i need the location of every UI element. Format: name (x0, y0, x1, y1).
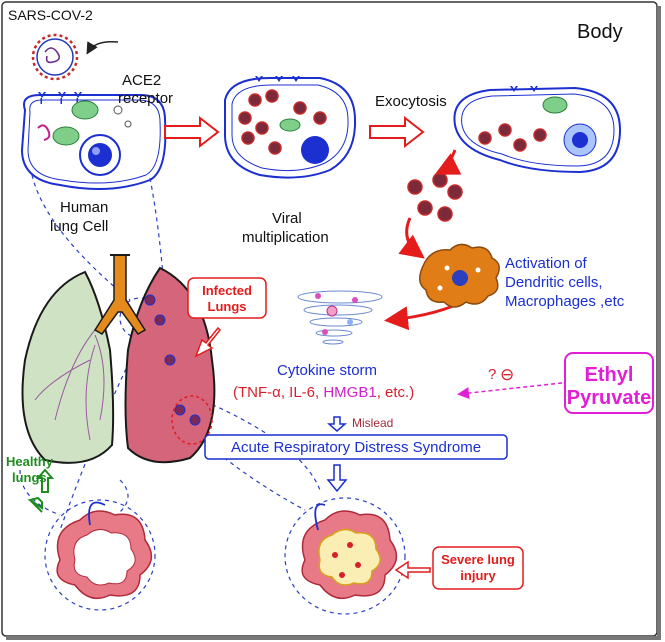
arrow-to-exocytosis (369, 115, 425, 149)
multiplication-label: multiplication (242, 229, 329, 246)
infected-label-1: Infected (202, 283, 252, 298)
pyruvate-label: Pyruvate (567, 387, 652, 409)
healthy-arrow-down (27, 496, 43, 513)
frame-shadow-bottom (6, 636, 661, 640)
cytokine-hmgb1: HMGB1 (323, 384, 376, 401)
viral-label: Viral (272, 210, 302, 227)
severe-label-2: injury (460, 568, 496, 583)
exocytosis-label: Exocytosis (375, 93, 447, 110)
arrow-ards-to-injury (326, 464, 348, 493)
ace2-pointer-arrow (86, 40, 119, 55)
cytokine-list: (TNF-α, IL-6, HMGB1, etc.) (233, 384, 414, 401)
activation-line1: Activation of (505, 255, 588, 272)
injured-alveolus (301, 503, 398, 600)
cytokine-particles (315, 293, 358, 335)
ethyl-pyruvate-box (564, 352, 654, 414)
healthy-label-2: lungs (12, 470, 47, 485)
infected-label-2: Lungs (208, 299, 247, 314)
virus-name: SARS-COV-2 (8, 7, 93, 23)
frame-shadow-right (657, 6, 661, 640)
severe-injury-box (432, 546, 524, 590)
macrophage (419, 243, 500, 308)
ace2-label: ACE2 (122, 72, 161, 89)
lungs (21, 254, 216, 464)
exocytosis-cell (453, 86, 622, 174)
virus-particle (31, 33, 79, 81)
region-label: Body (577, 21, 623, 43)
human-lung-cell (20, 92, 167, 190)
query-mark: ? (488, 366, 496, 383)
cytokine-storm-title: Cytokine storm (277, 362, 377, 379)
viral-multiplication-cell (224, 76, 357, 179)
healthy-label-1: Healthy (6, 454, 54, 469)
arrow-to-macrophage (398, 217, 425, 259)
mislead-label: Mislead (352, 416, 393, 430)
receptor-label: receptor (118, 90, 173, 107)
healthy-arrow-up (35, 468, 55, 493)
arrow-to-viral-multiplication (164, 115, 220, 149)
lung-cell-label: lung Cell (50, 218, 108, 235)
infected-lungs-box (187, 277, 267, 319)
severe-injury-arrow (394, 560, 431, 580)
ards-box (204, 434, 508, 460)
severe-label-1: Severe lung (441, 552, 515, 567)
activation-line2: Dendritic cells, (505, 274, 603, 291)
human-label: Human (60, 199, 108, 216)
arrow-exocytosis-release (434, 149, 462, 175)
ards-label: Acute Respiratory Distress Syndrome (231, 439, 481, 456)
inhibit-symbol: ⊖ (500, 365, 514, 384)
infected-arrow (194, 326, 222, 358)
cytokine-storm-graphic (297, 290, 383, 345)
released-viruses (407, 172, 463, 222)
cytokine-open: (TNF-α, IL-6, (233, 384, 323, 401)
arrow-cytokine-to-ards (327, 416, 347, 432)
cytokine-close: , etc.) (377, 384, 415, 401)
activation-line3: Macrophages ,etc (505, 293, 625, 310)
healthy-alveolus (56, 501, 153, 600)
ethyl-pyruvate-inhibition-arrow (457, 382, 563, 400)
ethyl-label: Ethyl (585, 364, 634, 386)
